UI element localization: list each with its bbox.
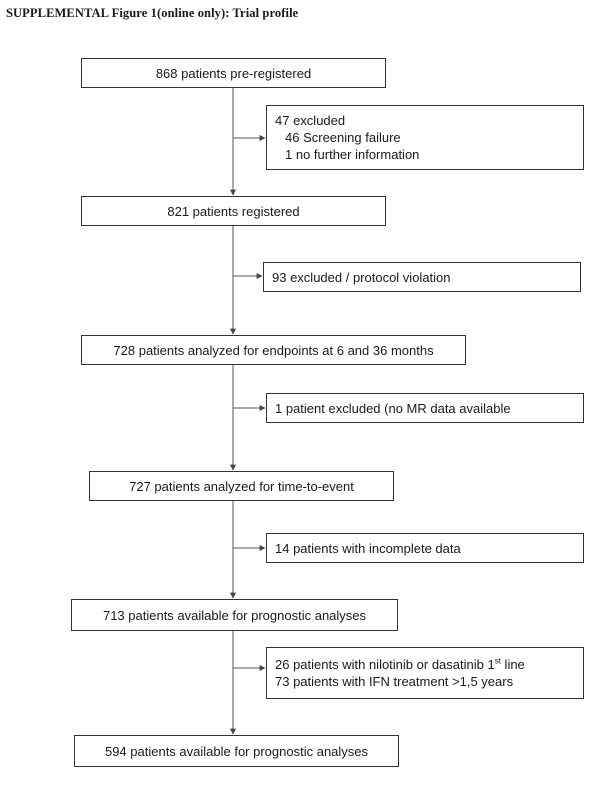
box-pre-registered-label: 868 patients pre-registered xyxy=(155,65,312,81)
box-analyzed-728: 728 patients analyzed for endpoints at 6… xyxy=(81,335,466,365)
box-incomplete-14: 14 patients with incomplete data xyxy=(266,533,584,563)
box-available-713: 713 patients available for prognostic an… xyxy=(71,599,398,631)
box-pre-registered: 868 patients pre-registered xyxy=(81,58,386,88)
nilotinib-dasatinib-suffix: line xyxy=(500,657,525,672)
box-registered-label: 821 patients registered xyxy=(167,203,300,219)
excluded-1-label: 1 patient excluded (no MR data available xyxy=(275,400,511,416)
first-line-superscript: st xyxy=(494,656,501,666)
analyzed-728-label: 728 patients analyzed for endpoints at 6… xyxy=(113,342,434,358)
excluded-1-no-info: 1 no further information xyxy=(285,147,420,162)
analyzed-727-label: 727 patients analyzed for time-to-event xyxy=(129,478,354,494)
nilotinib-dasatinib-text: 26 patients with nilotinib or dasatinib … xyxy=(275,657,495,672)
box-excluded-treatment: 26 patients with nilotinib or dasatinib … xyxy=(266,647,584,699)
box-registered: 821 patients registered xyxy=(81,196,386,226)
available-594-label: 594 patients available for prognostic an… xyxy=(104,743,369,759)
incomplete-14-label: 14 patients with incomplete data xyxy=(275,540,461,556)
box-analyzed-727: 727 patients analyzed for time-to-event xyxy=(89,471,394,501)
excluded-47-head: 47 excluded xyxy=(275,113,346,128)
excluded-46-screening: 46 Screening failure xyxy=(285,130,401,145)
nilotinib-dasatinib-line: 26 patients with nilotinib or dasatinib … xyxy=(275,656,583,673)
box-excluded-1: 1 patient excluded (no MR data available xyxy=(266,393,584,423)
excluded-93-label: 93 excluded / protocol violation xyxy=(272,269,451,285)
box-excluded-93: 93 excluded / protocol violation xyxy=(263,262,581,292)
box-excluded-47: 47 excluded 46 Screening failure 1 no fu… xyxy=(266,105,584,170)
figure-title: SUPPLEMENTAL Figure 1(online only): Tria… xyxy=(6,6,299,20)
available-713-label: 713 patients available for prognostic an… xyxy=(102,607,367,623)
box-available-594: 594 patients available for prognostic an… xyxy=(74,735,399,767)
ifn-treatment-line: 73 patients with IFN treatment >1,5 year… xyxy=(275,674,514,689)
